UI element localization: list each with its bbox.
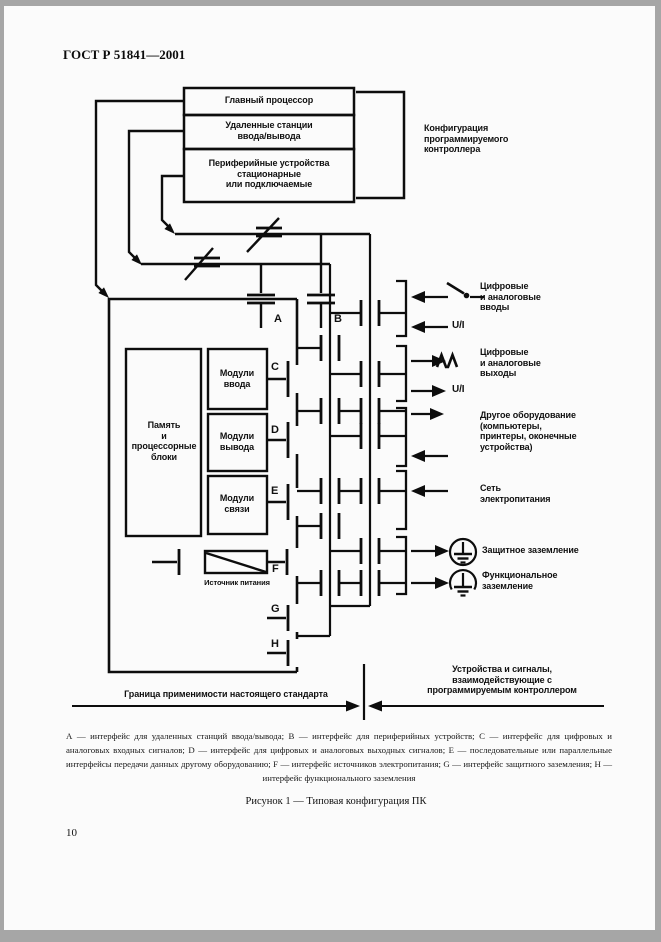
- remote-io-box-label: Удаленные станции ввода/вывода: [225, 120, 313, 141]
- interface-e-letter: E: [271, 485, 279, 497]
- voltage-current-top-label: U/I: [452, 320, 465, 331]
- peripherals-box-label: Периферийные устройства стационарные или…: [208, 158, 330, 190]
- protective-earth-icon: [448, 537, 478, 567]
- figure-line-art: [72, 86, 604, 720]
- routing-lines: [94, 99, 370, 292]
- signal-group-brackets: [396, 279, 408, 596]
- input-modules-box-label: Модули ввода: [219, 368, 255, 389]
- document-header: ГОСТ Р 51841—2001: [63, 47, 186, 62]
- interface-d-letter: D: [271, 424, 279, 436]
- page-background: ГОСТ Р 51841—2001: [4, 6, 655, 930]
- page-number: 10: [66, 827, 77, 839]
- comm-modules-box-label: Модули связи: [219, 493, 255, 514]
- interface-b-letter: B: [334, 313, 342, 325]
- boundary-left-label: Граница применимости настоящего стандарт…: [124, 689, 328, 699]
- functional-earth-label: Функциональное заземление: [482, 570, 558, 591]
- bus-lines: [297, 234, 406, 638]
- figure-1: Главный процессор Удаленные станции ввод…: [4, 6, 661, 942]
- digital-analog-inputs-label: Цифровые и аналоговые вводы: [480, 281, 541, 313]
- interface-a-letter: A: [274, 313, 282, 325]
- interface-h-letter: H: [271, 638, 279, 650]
- power-supply-label: Источник питания: [204, 578, 270, 587]
- plc-configuration-label: Конфигурация программируемого контроллер…: [424, 123, 509, 155]
- interface-g-letter: G: [271, 603, 280, 615]
- other-equipment-label: Другое оборудование (компьютеры, принтер…: [480, 410, 577, 452]
- plc-box-outline: [107, 297, 299, 674]
- main-processor-box-label: Главный процессор: [224, 95, 314, 105]
- figure-footnote: А — интерфейс для удаленных станций ввод…: [66, 731, 612, 783]
- interface-plates: [152, 361, 290, 666]
- figure-caption: Рисунок 1 — Типовая конфигурация ПК: [245, 796, 427, 807]
- signal-arrowheads: [98, 223, 449, 589]
- memory-box-label: Память и процессорные блоки: [131, 420, 197, 462]
- angled-connector-icon: [184, 217, 282, 281]
- interface-a-b-connectors: [247, 234, 335, 328]
- signal-arrow-shafts: [411, 295, 448, 585]
- functional-earth-icon: [448, 569, 478, 597]
- boundary-lines: [72, 664, 604, 720]
- switch-contact-icon: [446, 281, 484, 299]
- output-modules-box-label: Модули вывода: [219, 431, 255, 452]
- mains-label: Сеть электропитания: [480, 483, 551, 504]
- boundary-right-label: Устройства и сигналы, взаимодействующие …: [427, 664, 577, 696]
- bus-capacitor-plates: [319, 300, 381, 596]
- interface-c-letter: C: [271, 361, 279, 373]
- voltage-current-bottom-label: U/I: [452, 384, 465, 395]
- digital-analog-outputs-label: Цифровые и аналоговые выходы: [480, 347, 541, 379]
- pulse-waveform-icon: [435, 351, 459, 369]
- protective-earth-label: Защитное заземление: [482, 545, 579, 555]
- interface-f-letter: F: [272, 563, 279, 575]
